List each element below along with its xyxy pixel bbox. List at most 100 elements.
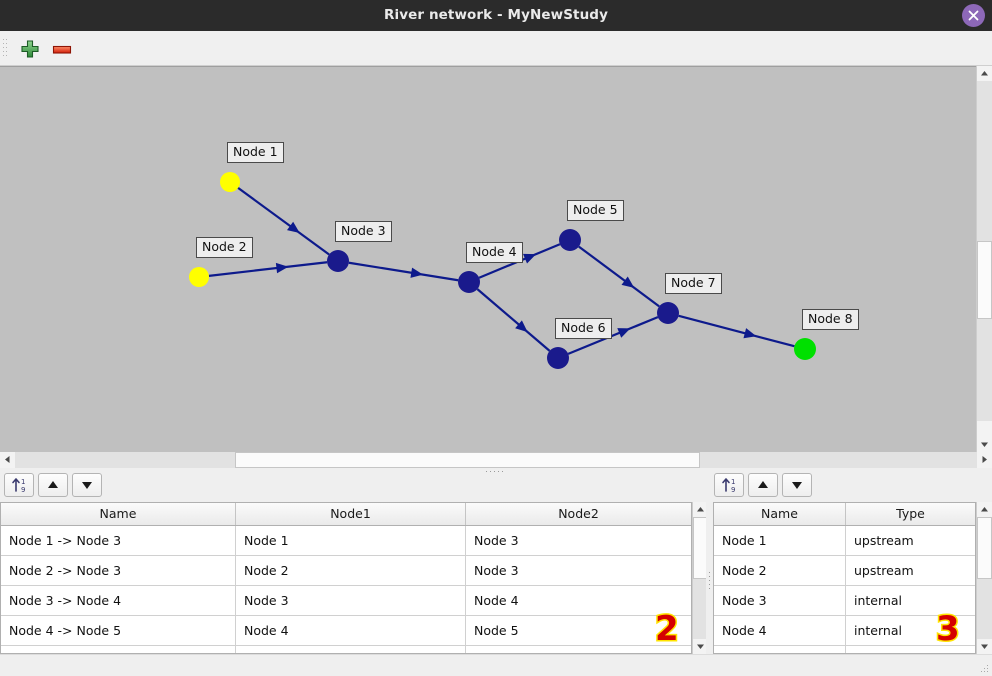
scroll-down-arrow[interactable] xyxy=(977,437,992,452)
column-header[interactable]: Name xyxy=(1,503,236,525)
toolbar-drag-handle[interactable] xyxy=(3,39,8,58)
resize-grip[interactable] xyxy=(981,665,989,673)
table-cell[interactable]: Node 4 -> Node 5 xyxy=(1,616,236,645)
edges-move-up-button[interactable] xyxy=(38,473,68,497)
table-cell[interactable]: Node 2 -> Node 3 xyxy=(1,556,236,585)
nodes-vertical-scrollbar[interactable] xyxy=(976,502,992,654)
splitter-grip xyxy=(486,471,506,473)
table-row-empty[interactable] xyxy=(714,646,975,653)
horizontal-splitter[interactable] xyxy=(0,468,992,475)
delete-node-button[interactable] xyxy=(50,37,74,61)
graph-edge[interactable] xyxy=(578,245,660,308)
table-cell[interactable]: Node 4 xyxy=(474,593,519,608)
graph-node[interactable] xyxy=(327,250,349,272)
scroll-down-arrow[interactable] xyxy=(693,639,708,654)
graph-node[interactable] xyxy=(559,229,581,251)
graph-edge[interactable] xyxy=(567,316,659,355)
table-row[interactable]: Node 3 internal xyxy=(714,586,975,616)
status-area xyxy=(0,654,992,676)
column-header[interactable]: Node2 xyxy=(558,506,599,521)
table-cell[interactable]: Node 2 xyxy=(236,556,466,585)
graph-vertical-scrollbar[interactable] xyxy=(976,66,992,452)
graph-edge-arrow xyxy=(743,328,757,339)
edges-move-down-button[interactable] xyxy=(72,473,102,497)
table-cell[interactable]: Node 1 -> Node 3 xyxy=(1,526,236,555)
splitter-grip xyxy=(709,572,711,594)
nodes-move-down-button[interactable] xyxy=(782,473,812,497)
scroll-thumb[interactable] xyxy=(235,452,700,468)
edges-vertical-scrollbar[interactable] xyxy=(692,502,708,654)
table-cell[interactable]: internal xyxy=(854,593,902,608)
vertical-splitter[interactable] xyxy=(706,500,713,668)
scroll-thumb[interactable] xyxy=(977,517,992,579)
table-cell[interactable]: Node 3 xyxy=(236,586,466,615)
table-cell[interactable]: Node 3 xyxy=(474,563,519,578)
graph-edge[interactable] xyxy=(348,261,459,282)
table-cell[interactable] xyxy=(714,646,846,653)
table-cell[interactable]: Node 1 xyxy=(236,526,466,555)
graph-node[interactable] xyxy=(220,172,240,192)
scroll-down-arrow[interactable] xyxy=(977,639,992,654)
table-cell[interactable]: Node 3 -> Node 4 xyxy=(1,586,236,615)
table-row[interactable]: Node 2 upstream xyxy=(714,556,975,586)
table-row[interactable]: Node 1 upstream xyxy=(714,526,975,556)
graph-node-label[interactable]: Node 5 xyxy=(567,200,624,221)
table-cell[interactable]: upstream xyxy=(854,533,914,548)
table-cell[interactable]: Node 4 xyxy=(236,616,466,645)
graph-node[interactable] xyxy=(547,347,569,369)
graph-node-label[interactable]: Node 4 xyxy=(466,242,523,263)
sort-ascending-icon: 1 9 xyxy=(722,478,735,494)
scroll-up-arrow[interactable] xyxy=(977,66,992,81)
table-cell[interactable]: Node 5 xyxy=(474,623,519,638)
graph-node[interactable] xyxy=(657,302,679,324)
table-row[interactable]: Node 4 internal xyxy=(714,616,975,646)
graph-edge[interactable] xyxy=(678,314,795,348)
table-cell[interactable]: internal xyxy=(854,623,902,638)
graph-node-label[interactable]: Node 3 xyxy=(335,221,392,242)
scroll-right-arrow[interactable] xyxy=(977,452,992,467)
close-button[interactable] xyxy=(962,4,985,27)
table-cell[interactable] xyxy=(1,646,236,653)
scroll-up-arrow[interactable] xyxy=(977,502,992,517)
graph-edge-arrow xyxy=(287,221,300,234)
add-node-button[interactable] xyxy=(18,37,42,61)
scroll-left-arrow[interactable] xyxy=(0,452,15,467)
table-cell[interactable]: Node 2 xyxy=(714,556,846,585)
column-header[interactable]: Type xyxy=(896,506,925,521)
table-cell[interactable]: Node 3 xyxy=(474,533,519,548)
column-header[interactable]: Node1 xyxy=(236,503,466,525)
nodes-sort-button[interactable]: 1 9 xyxy=(714,473,744,497)
graph-edge[interactable] xyxy=(208,261,328,277)
scroll-up-arrow[interactable] xyxy=(693,502,708,517)
table-cell[interactable]: Node 1 xyxy=(714,526,846,555)
nodes-move-up-button[interactable] xyxy=(748,473,778,497)
table-cell[interactable]: Node 3 xyxy=(714,586,846,615)
graph-node-label[interactable]: Node 1 xyxy=(227,142,284,163)
edges-sort-button[interactable]: 1 9 xyxy=(4,473,34,497)
graph-node-label[interactable]: Node 6 xyxy=(555,318,612,339)
table-row-empty[interactable] xyxy=(1,646,691,653)
table-cell[interactable]: upstream xyxy=(854,563,914,578)
graph-edge[interactable] xyxy=(476,288,551,352)
graph-node-label[interactable]: Node 7 xyxy=(665,273,722,294)
graph-node-label[interactable]: Node 2 xyxy=(196,237,253,258)
table-cell[interactable] xyxy=(236,646,466,653)
graph-horizontal-scrollbar[interactable] xyxy=(0,452,992,468)
graph-node[interactable] xyxy=(189,267,209,287)
graph-node[interactable] xyxy=(794,338,816,360)
graph-node-label[interactable]: Node 8 xyxy=(802,309,859,330)
column-header[interactable]: Name xyxy=(714,503,846,525)
graph-node[interactable] xyxy=(458,271,480,293)
graph-edge[interactable] xyxy=(237,187,330,256)
table-cell[interactable]: Node 4 xyxy=(714,616,846,645)
scroll-thumb[interactable] xyxy=(977,241,992,319)
network-graph-canvas[interactable]: Node 1 Node 2 Node 3 Node 4 Node 5 Node 6 Node… xyxy=(0,66,992,452)
